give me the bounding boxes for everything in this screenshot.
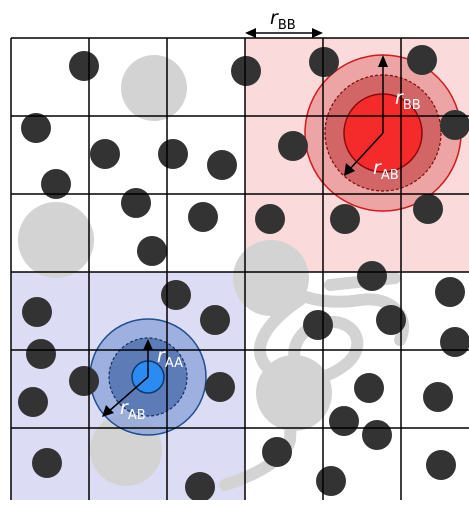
red-outer-radius-label: rAB xyxy=(373,157,399,183)
small-particle xyxy=(32,448,62,478)
small-particle xyxy=(376,305,406,335)
small-particle xyxy=(205,372,235,402)
cell-grid xyxy=(10,37,469,500)
small-particle xyxy=(407,45,437,75)
small-particle xyxy=(278,131,308,161)
small-particle xyxy=(354,373,384,403)
blue-inner-radius-label: rAA xyxy=(157,345,183,371)
small-particle xyxy=(41,169,71,199)
large-particle xyxy=(256,355,332,431)
small-particle xyxy=(231,56,261,86)
small-particles xyxy=(18,45,469,502)
blue-outer-radius-label: rAB xyxy=(120,397,146,423)
small-particle xyxy=(69,51,99,81)
top-scale-bar: rBB xyxy=(245,7,323,38)
small-particle xyxy=(69,366,99,396)
small-particle xyxy=(137,236,167,266)
small-particle xyxy=(316,466,346,496)
red-inner-radius-label: rBB xyxy=(395,87,421,113)
small-particle xyxy=(440,110,469,140)
small-particle xyxy=(330,204,360,234)
small-particle xyxy=(309,47,339,77)
small-particle xyxy=(255,204,285,234)
small-particle xyxy=(90,139,120,169)
small-particle xyxy=(303,310,333,340)
small-particle xyxy=(207,150,237,180)
small-particle xyxy=(423,382,453,412)
blue-radius-arrows: rAA rAB xyxy=(102,339,183,423)
small-particle xyxy=(362,420,392,450)
small-particle xyxy=(18,387,48,417)
small-particle xyxy=(435,277,465,307)
top-scale-label: rBB xyxy=(270,7,296,33)
small-particle xyxy=(26,339,56,369)
small-particle xyxy=(188,202,218,232)
small-particle xyxy=(426,450,456,480)
small-particle xyxy=(200,305,230,335)
large-particle xyxy=(121,55,187,121)
small-particle xyxy=(262,437,292,467)
small-particle xyxy=(413,194,443,224)
small-particle xyxy=(357,261,387,291)
small-particle xyxy=(440,327,469,357)
small-particle xyxy=(329,406,359,436)
small-particle xyxy=(161,280,191,310)
small-particle xyxy=(185,472,215,502)
small-particle xyxy=(21,113,51,143)
small-particle xyxy=(22,297,52,327)
small-particle xyxy=(121,188,151,218)
small-particle xyxy=(158,139,188,169)
large-particle xyxy=(18,202,94,278)
red-radius-arrows: rBB rAB xyxy=(344,55,421,183)
large-particle xyxy=(233,240,309,316)
